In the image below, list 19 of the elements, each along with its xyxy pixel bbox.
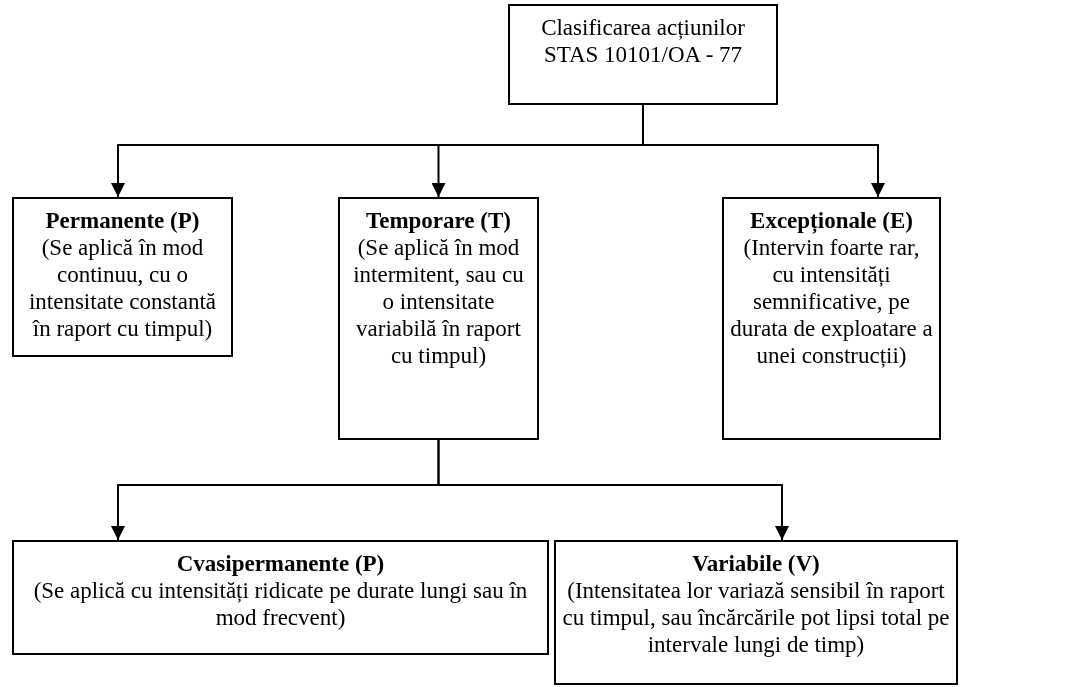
category-description: (Se aplică în mod intermitent, sau cu o intensitate variabilă în raport cu timpul)	[352, 234, 525, 369]
category-box	[722, 197, 941, 440]
category-description: (Intervin foarte rar, cu intensități semnificative, pe durata de exploatare a unei construcții)	[730, 234, 933, 369]
category-box	[12, 197, 233, 357]
category-title: Temporare (T)	[366, 207, 511, 234]
category-title: Excepționale (E)	[750, 207, 913, 234]
category-box	[508, 4, 778, 105]
category-description: (Se aplică cu intensități ridicate pe durate lungi sau în mod frecvent)	[32, 577, 529, 631]
arrow	[642, 104, 885, 198]
category-box	[338, 197, 539, 440]
category-box	[12, 540, 549, 655]
category-description: (Intensitatea lor variază sensibil în raport cu timpul, sau încărcările pot lipsi total pe intervale lungi de timp)	[562, 577, 950, 658]
category-title: Cvasipermanente (P)	[176, 550, 385, 577]
category-box	[554, 540, 958, 685]
category-description: (Se aplică în mod continuu, cu o intensitate constantă în raport cu timpul)	[27, 234, 218, 342]
category-title: Variabile (V)	[692, 550, 820, 577]
category-description: Clasificarea acțiunilor STAS 10101/OA - 77	[540, 14, 746, 68]
category-title: Permanente (P)	[45, 207, 200, 234]
arrow	[437, 439, 789, 541]
